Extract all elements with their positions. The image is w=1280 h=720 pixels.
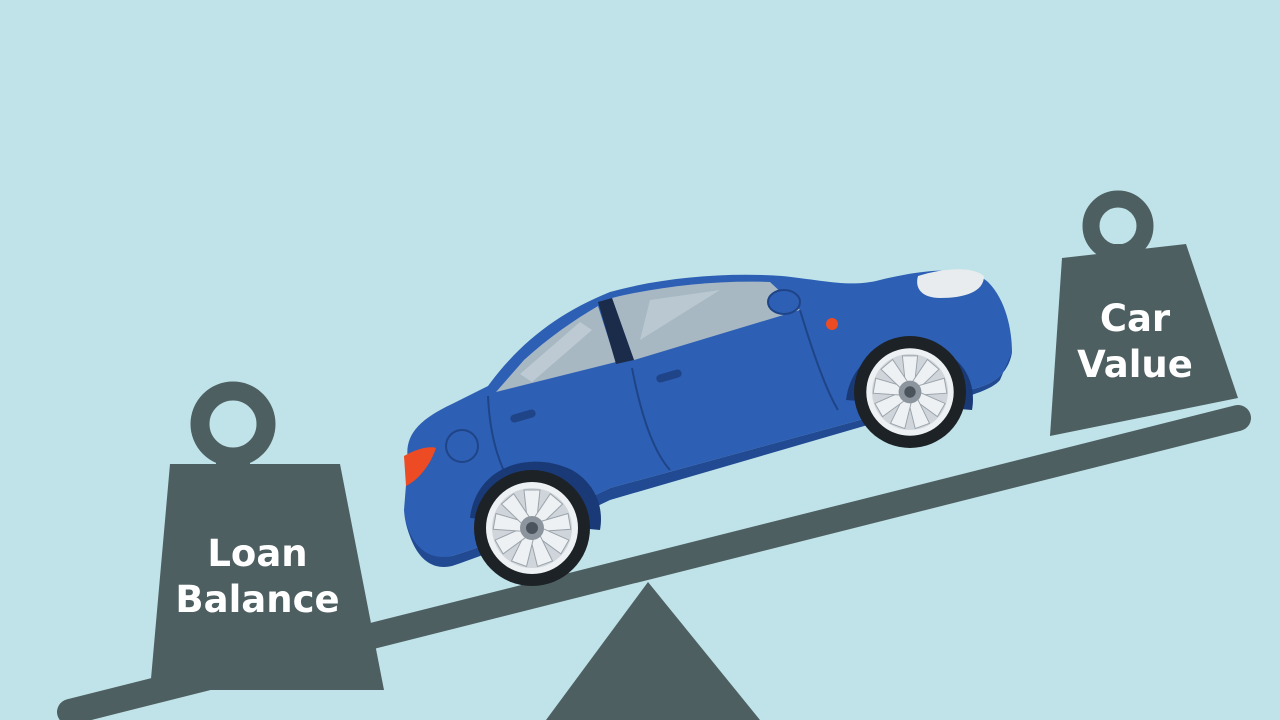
value-label-line-2: Value	[1077, 343, 1193, 386]
loan-label-line-1: Loan	[207, 532, 308, 575]
fulcrum	[546, 582, 760, 720]
rear-wheel	[474, 470, 590, 586]
value-label-line-1: Car	[1099, 297, 1171, 340]
headlight	[917, 269, 984, 298]
tail-light	[404, 447, 436, 486]
loan-label-line-2: Balance	[175, 578, 340, 621]
loan-balance-label: Loan Balance	[155, 531, 360, 623]
car-value-label: Car Value	[1060, 296, 1210, 388]
blue-sedan-icon	[404, 269, 1012, 586]
loan-balance-weight-icon	[150, 381, 384, 690]
car-value-weight-icon	[1050, 190, 1238, 436]
front-wheel	[854, 336, 966, 448]
